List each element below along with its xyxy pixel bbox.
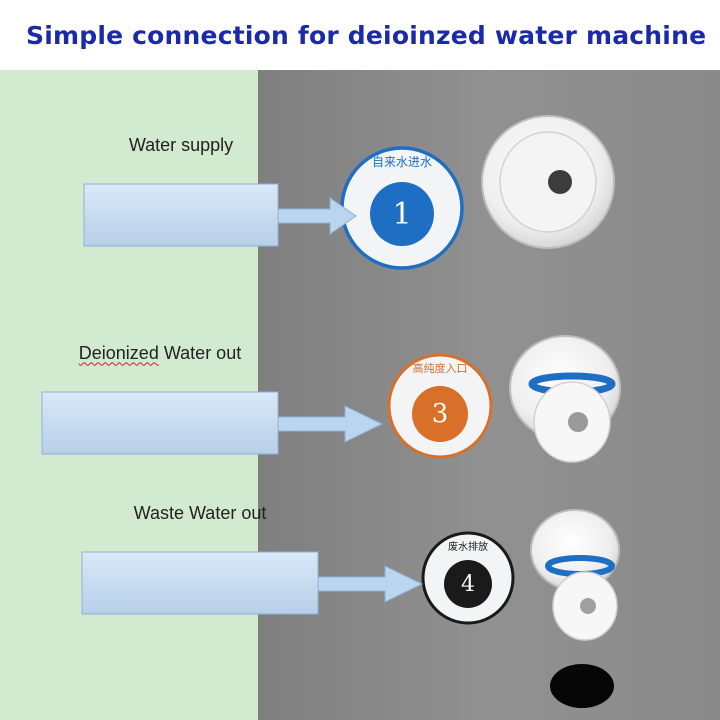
callout-waste-water-out: Waste Water out [82,482,318,544]
callout-box-water-supply [83,183,279,247]
callout-deionized-water-out: Deionized Water out [42,322,278,384]
callout-box-waste [81,551,319,615]
arrow-deionized [275,405,384,443]
callout-deionized-rest: Water out [158,342,242,363]
callout-water-supply: Water supply [84,114,278,176]
port-1-number: 1 [392,196,412,232]
port-4-number: 4 [461,571,475,597]
port-1-label: 自来水进水 [371,154,432,169]
page-title: Simple connection for deioinzed water ma… [0,0,720,70]
port-sticker-4 [421,531,515,625]
port-sticker-1 [340,146,464,270]
port-4-label: 废水排放 [448,541,488,553]
fitting-1 [481,115,615,249]
callout-water-supply-text: Water supply [128,134,234,155]
port-3-label: 高纯度入口 [412,362,468,375]
port-3-number: 3 [431,399,449,429]
fitting-3 [509,335,621,463]
callout-deionized-word: Deionized [78,342,159,363]
callout-box-deionized [41,391,279,455]
port-sticker-3 [387,353,493,459]
fitting-4 [530,509,620,641]
machine-photo [0,70,720,720]
drain-hole [550,664,614,708]
arrow-water-supply [275,197,357,235]
arrow-waste [315,565,424,603]
callout-waste-text: Waste Water out [133,502,267,523]
